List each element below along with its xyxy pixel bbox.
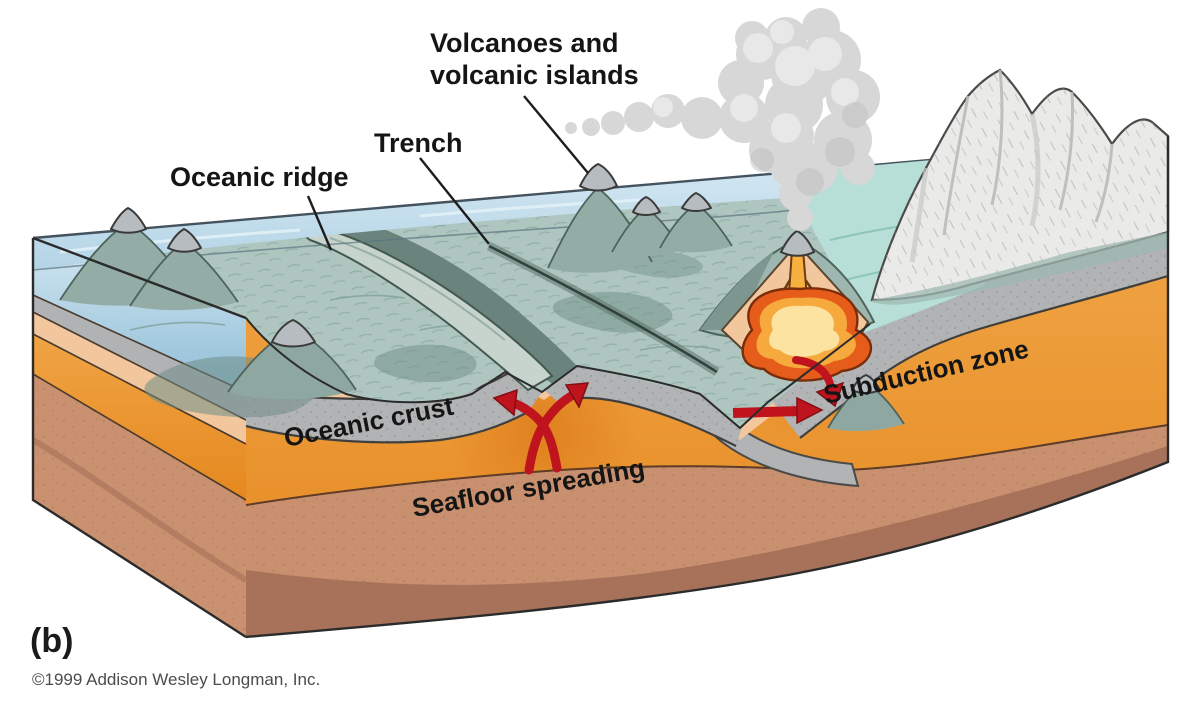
continental-mountains [870,68,1170,305]
erupting-volcano [698,229,876,382]
volcanic-islands [59,163,905,432]
arc-island-cone [659,192,733,253]
trench-groove [486,241,720,376]
volcanoes-label-line1: Volcanoes and [430,28,619,58]
trench-label: Trench [374,128,463,158]
tectonic-arrows [492,356,845,475]
trench-leader-line [419,157,490,245]
coast-cone [827,374,905,432]
spreading-arrows [492,382,590,475]
mountain-foot-shading [872,232,1168,305]
magma-chamber [741,287,873,382]
smoke-plume [565,8,880,231]
leader-lines [306,95,589,251]
figure-caption: (b) [30,622,73,660]
block-outline [31,136,1170,639]
volcanoes-label-line2: volcanic islands [430,60,639,90]
slab-descent-arrow [792,356,845,408]
oceanic-ridge [304,212,577,392]
island-cone [129,228,239,311]
deep-mantle-band [246,446,1168,637]
copyright-text: ©1999 Addison Wesley Longman, Inc. [32,670,320,689]
subduction-arrow [732,396,824,425]
volcanoes-leader-line [523,95,589,174]
oceanic-ridge-label: Oceanic ridge [170,162,349,192]
seamount-cone [227,319,357,400]
oceanic-ridge-leader-line [306,195,333,251]
